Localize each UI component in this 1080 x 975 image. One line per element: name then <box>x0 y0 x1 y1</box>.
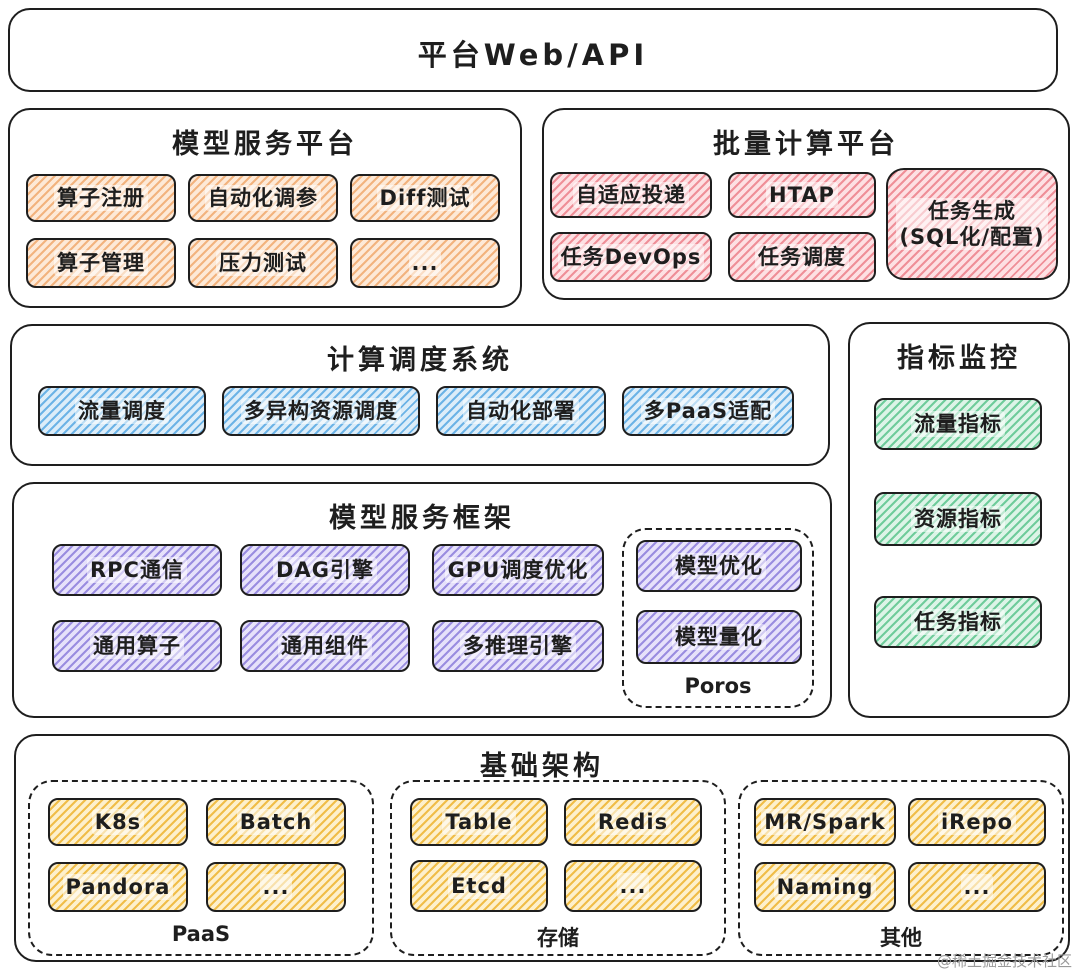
model-quantize-box: 模型量化 <box>636 610 802 664</box>
pandora-box: Pandora <box>48 862 188 912</box>
model-service-platform-title: 模型服务平台 <box>172 129 358 160</box>
traffic-metrics-box: 流量指标 <box>874 398 1042 450</box>
auto-deploy-box: 自动化部署 <box>436 386 606 436</box>
etcd-box: Etcd <box>410 860 548 912</box>
multi-paas-adapt-box: 多PaaS适配 <box>622 386 794 436</box>
compute-scheduling-system-title: 计算调度系统 <box>327 345 513 376</box>
batch-compute-platform-title: 批量计算平台 <box>713 129 899 160</box>
hetero-resource-scheduling-box: 多异构资源调度 <box>222 386 420 436</box>
k8s-box: K8s <box>48 798 188 846</box>
batch-box: Batch <box>206 798 346 846</box>
diff-test-box: Diff测试 <box>350 174 500 222</box>
multi-inference-engine-box: 多推理引擎 <box>432 620 604 672</box>
model-service-framework-panel: 模型服务框架 RPC通信 DAG引擎 GPU调度优化 通用算子 通用组件 多推理… <box>12 482 832 718</box>
poros-label: Poros <box>684 674 752 698</box>
storage-label: 存储 <box>537 926 579 950</box>
traffic-scheduling-box: 流量调度 <box>38 386 206 436</box>
htap-box: HTAP <box>728 172 876 218</box>
poros-group: 模型优化 模型量化 Poros <box>622 528 814 708</box>
task-metrics-box: 任务指标 <box>874 596 1042 648</box>
mr-spark-box: MR/Spark <box>754 798 896 846</box>
common-operator-box: 通用算子 <box>52 620 222 672</box>
more-box: ... <box>350 238 500 288</box>
metrics-monitoring-panel: 指标监控 流量指标 资源指标 任务指标 <box>848 322 1070 718</box>
task-generation-box: 任务生成 (SQL化/配置) <box>886 168 1058 280</box>
auto-tuning-box: 自动化调参 <box>188 174 338 222</box>
operator-manage-box: 算子管理 <box>26 238 176 288</box>
paas-label: PaaS <box>171 922 231 946</box>
adaptive-delivery-box: 自适应投递 <box>550 172 712 218</box>
redis-box: Redis <box>564 798 702 846</box>
common-component-box: 通用组件 <box>240 620 410 672</box>
paas-more-box: ... <box>206 862 346 912</box>
platform-web-api-bar: 平台Web/API <box>8 8 1058 92</box>
infrastructure-title: 基础架构 <box>480 751 604 782</box>
paas-group: K8s Batch Pandora ... PaaS <box>28 780 374 956</box>
compute-scheduling-system-panel: 计算调度系统 流量调度 多异构资源调度 自动化部署 多PaaS适配 <box>10 324 830 466</box>
batch-compute-platform-panel: 批量计算平台 自适应投递 HTAP 任务生成 (SQL化/配置) 任务DevOp… <box>542 108 1070 300</box>
storage-group: Table Redis Etcd ... 存储 <box>390 780 726 956</box>
resource-metrics-box: 资源指标 <box>874 492 1042 546</box>
table-box: Table <box>410 798 548 846</box>
watermark: @稀土掘金技术社区 <box>936 952 1072 970</box>
task-devops-box: 任务DevOps <box>550 232 712 282</box>
stress-test-box: 压力测试 <box>188 238 338 288</box>
operator-register-box: 算子注册 <box>26 174 176 222</box>
naming-box: Naming <box>754 862 896 912</box>
platform-web-api-title: 平台Web/API <box>417 38 649 72</box>
task-scheduling-box: 任务调度 <box>728 232 876 282</box>
dag-engine-box: DAG引擎 <box>240 544 410 596</box>
storage-more-box: ... <box>564 860 702 912</box>
infrastructure-panel: 基础架构 K8s Batch Pandora ... PaaS Table Re… <box>14 734 1070 962</box>
model-optimize-box: 模型优化 <box>636 540 802 592</box>
model-service-framework-title: 模型服务框架 <box>329 503 515 534</box>
others-label: 其他 <box>880 926 922 950</box>
others-more-box: ... <box>908 862 1046 912</box>
irepo-box: iRepo <box>908 798 1046 846</box>
metrics-monitoring-title: 指标监控 <box>897 343 1021 374</box>
others-group: MR/Spark iRepo Naming ... 其他 <box>738 780 1064 956</box>
rpc-communication-box: RPC通信 <box>52 544 222 596</box>
gpu-scheduling-opt-box: GPU调度优化 <box>432 544 604 596</box>
model-service-platform-panel: 模型服务平台 算子注册 自动化调参 Diff测试 算子管理 压力测试 ... <box>8 108 522 308</box>
